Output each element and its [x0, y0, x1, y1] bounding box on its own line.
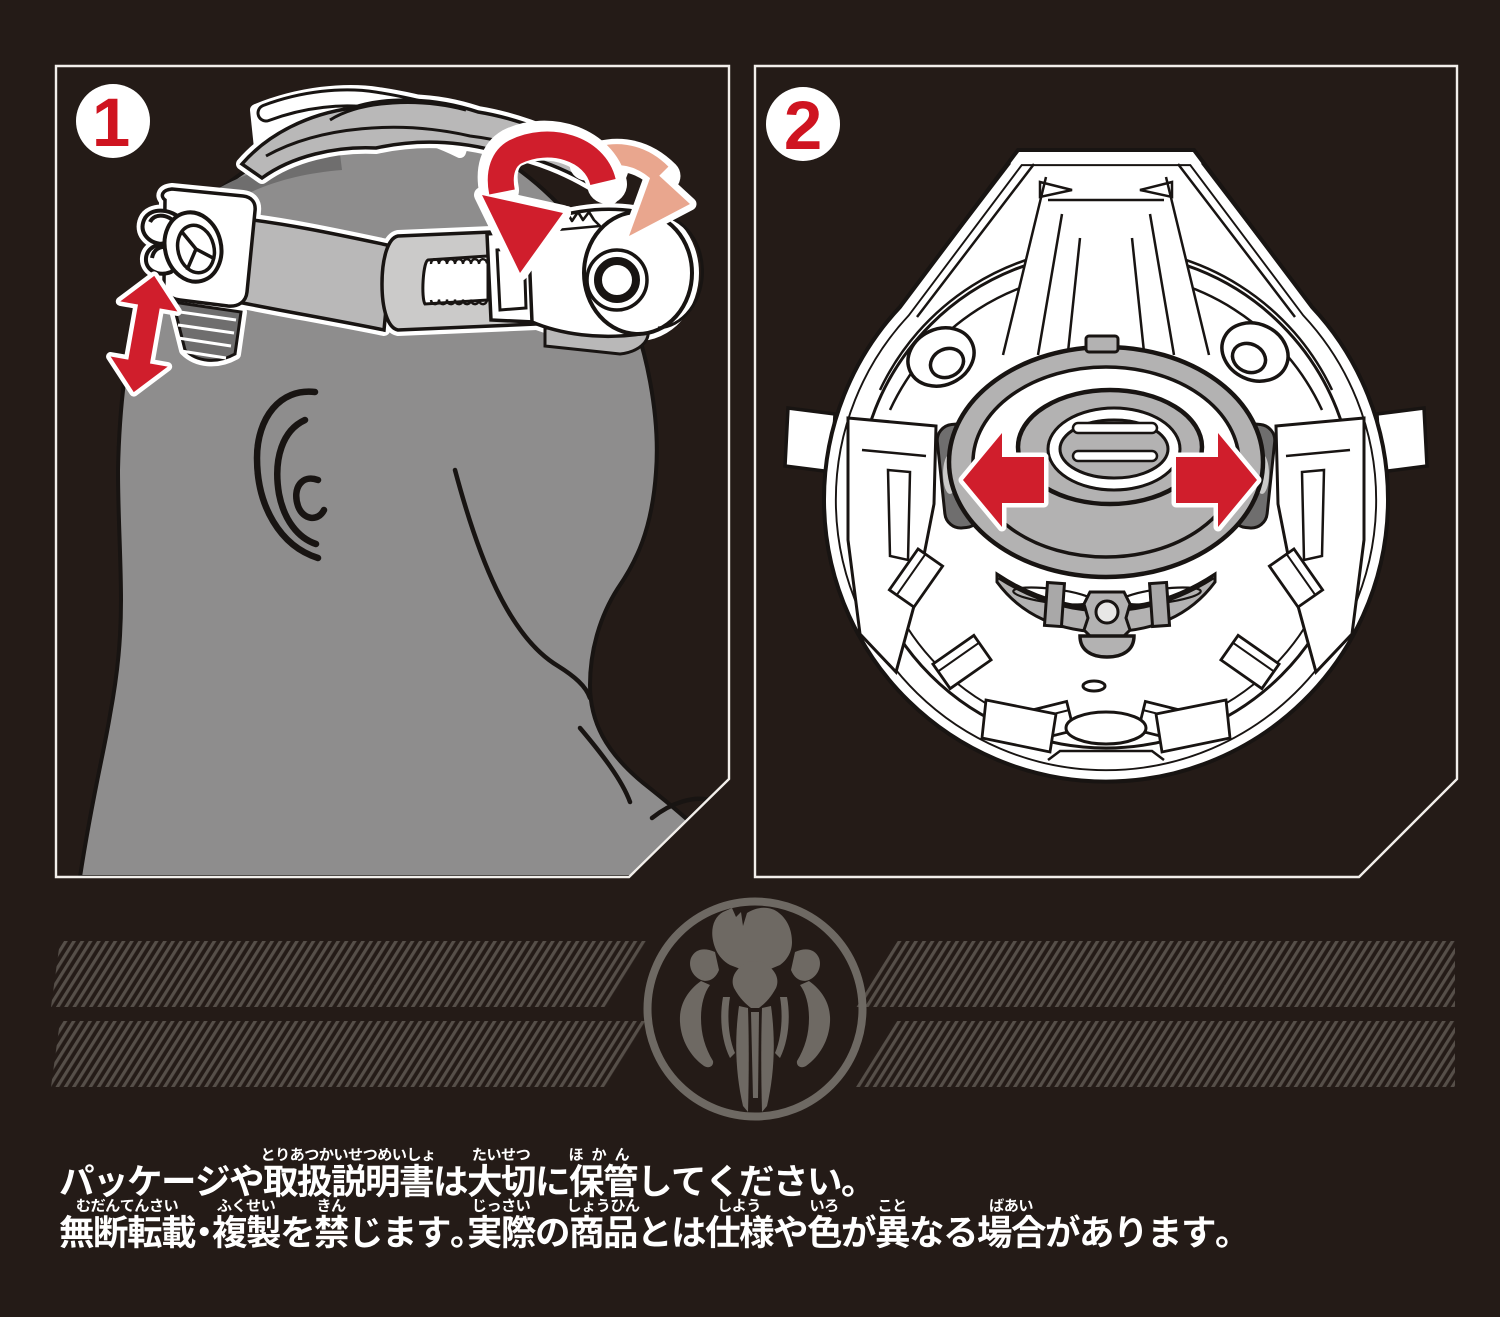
svg-text:1: 1	[92, 84, 130, 161]
svg-text:2: 2	[784, 87, 822, 164]
